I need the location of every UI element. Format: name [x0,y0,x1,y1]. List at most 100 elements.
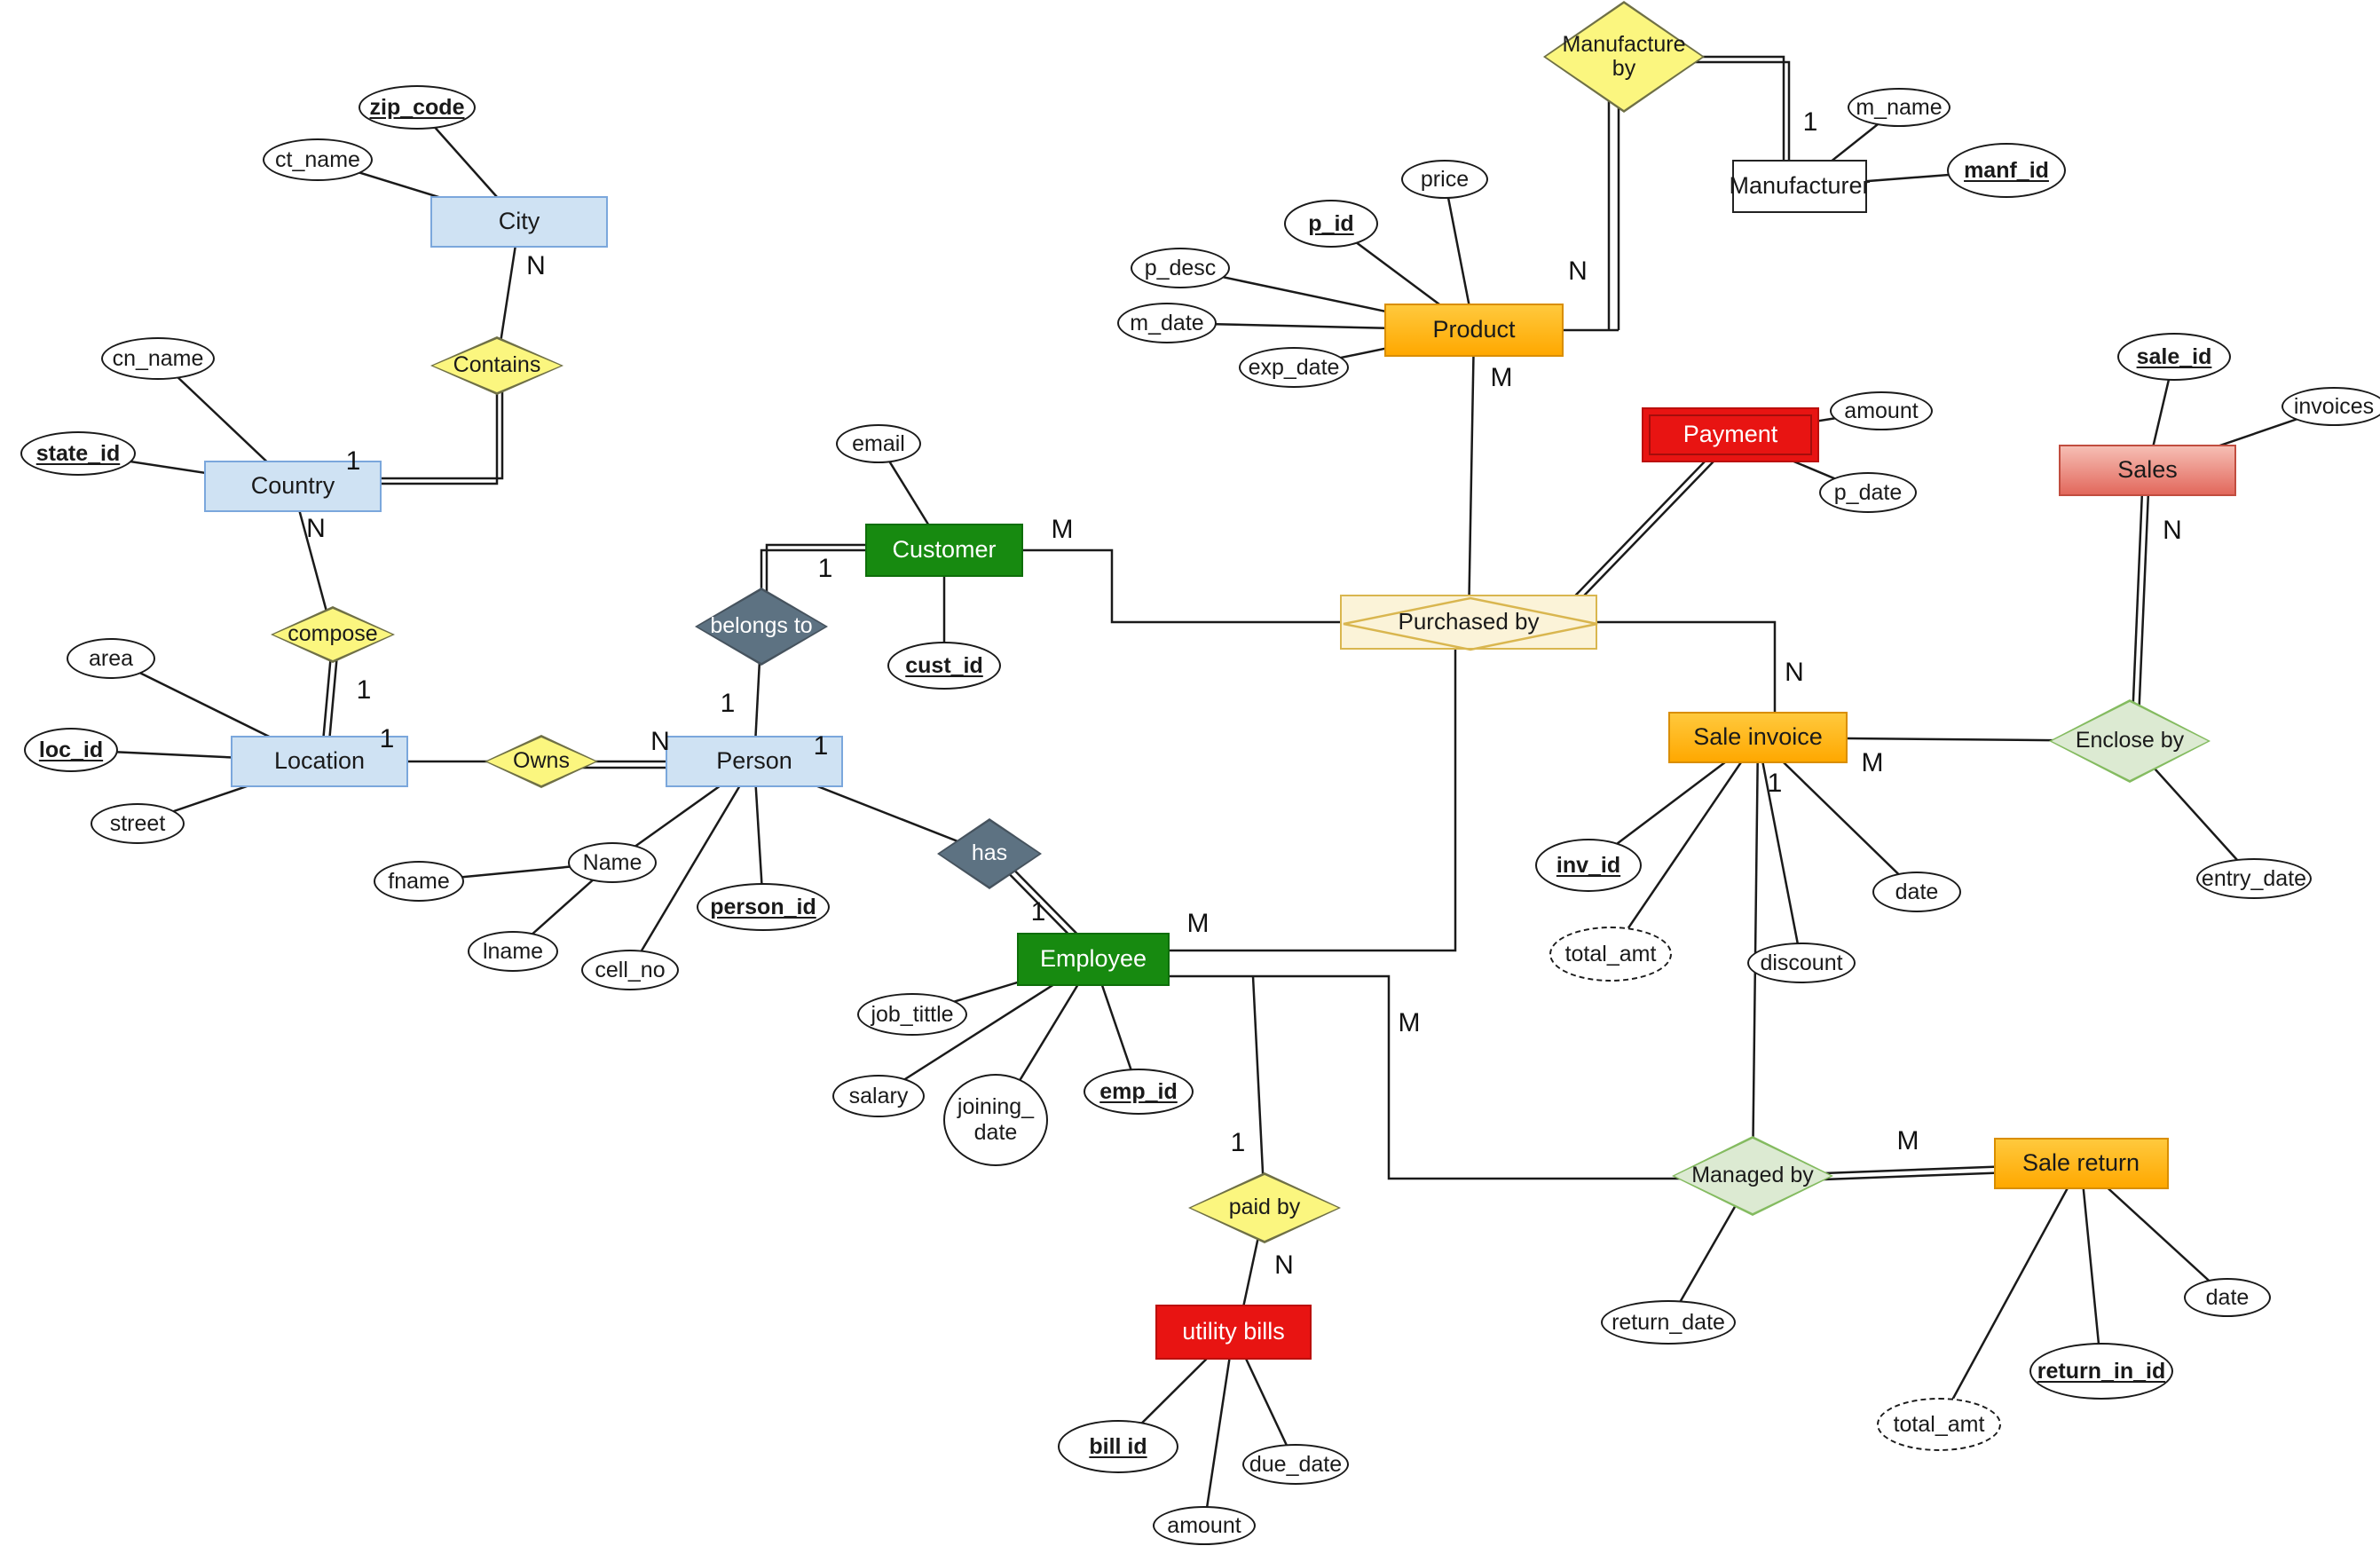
connector-line [2130,469,2145,742]
attribute-emp-id[interactable]: emp_id [1084,1069,1194,1115]
attribute-label: area [88,645,134,671]
cardinality-label: 1 [345,446,361,476]
connector-line [1558,434,1731,613]
assoc-purchased-by[interactable]: Purchased by [1340,595,1598,651]
node-label: Sale return [2021,1149,2140,1177]
node-label: Product [1432,316,1516,343]
attribute-price[interactable]: price [1401,160,1488,199]
connector-line [378,360,504,480]
cardinality-label: 1 [720,689,736,718]
attribute-label: salary [848,1083,909,1108]
attribute-sale-id[interactable]: sale_id [2117,333,2231,381]
attribute-joining-date[interactable]: joining_ date [943,1074,1048,1166]
cardinality-label: 1 [1802,107,1818,137]
cardinality-label: N [1274,1250,1294,1280]
attribute-discount[interactable]: discount [1747,943,1856,983]
attribute-exp-date[interactable]: exp_date [1239,347,1349,388]
attribute-label: cn_name [112,345,204,371]
attribute-manf-id[interactable]: manf_id [1947,143,2066,198]
attribute-area[interactable]: area [67,638,155,679]
connector-line [628,761,756,971]
attribute-label: return_date [1612,1309,1725,1335]
attribute-label: date [1895,879,1939,904]
cardinality-label: 1 [1767,769,1783,798]
entity-sales[interactable]: Sales [2059,445,2236,496]
attribute-total-amt-invoice[interactable]: total_amt [1549,927,1672,982]
attribute-label: discount [1760,950,1843,975]
cardinality-label: M [1861,748,1884,777]
connector-line [1756,737,1803,964]
entity-sale-invoice[interactable]: Sale invoice [1668,712,1848,763]
cardinality-label: M [1051,515,1074,544]
node-label: Country [250,472,335,500]
entity-product[interactable]: Product [1384,304,1564,357]
attribute-person-id[interactable]: person_id [697,883,830,931]
attribute-m-name[interactable]: m_name [1848,88,1950,127]
connector-line [1563,438,1736,618]
entity-customer[interactable]: Customer [865,524,1023,577]
attribute-name[interactable]: Name [568,842,657,883]
attribute-p-desc[interactable]: p_desc [1131,248,1230,288]
attribute-inv-id[interactable]: inv_id [1535,839,1642,892]
node-label: Purchased by [1398,608,1540,635]
entity-manufacturer[interactable]: Manufacturer [1729,160,1871,213]
cardinality-label: 1 [817,554,833,583]
attribute-label: p_date [1833,479,1903,505]
entity-location[interactable]: Location [231,736,408,787]
attribute-return-date[interactable]: return_date [1601,1300,1736,1345]
attribute-return-in-id[interactable]: return_in_id [2029,1343,2173,1400]
node-label: Location [273,747,366,775]
node-label: Employee [1039,945,1147,973]
cardinality-label: 1 [1230,1128,1246,1157]
cardinality-label: M [1896,1126,1919,1156]
attribute-bill-id[interactable]: bill id [1058,1420,1178,1473]
entity-employee[interactable]: Employee [1017,933,1170,986]
attribute-salary[interactable]: salary [832,1075,925,1117]
attribute-date-return[interactable]: date [2184,1278,2271,1317]
attribute-lname[interactable]: lname [468,931,558,972]
attribute-amount-bills[interactable]: amount [1153,1506,1256,1545]
entity-country[interactable]: Country [204,461,382,512]
attribute-label: email [852,430,905,456]
entity-utility-bills[interactable]: utility bills [1155,1305,1312,1360]
attribute-label: price [1420,166,1470,192]
entity-payment[interactable]: Payment [1642,407,1819,462]
attribute-total-amt-return[interactable]: total_amt [1877,1398,2001,1451]
attribute-label: job_tittle [871,1001,954,1027]
attribute-p-date[interactable]: p_date [1819,472,1917,513]
attribute-label: zip_code [369,94,465,120]
connector-line [2136,469,2151,742]
attribute-label: lname [482,938,544,964]
entity-city[interactable]: City [430,196,608,248]
attribute-due-date[interactable]: due_date [1242,1444,1349,1485]
attribute-p-id[interactable]: p_id [1284,200,1378,248]
entity-person[interactable]: Person [666,736,843,787]
attribute-date-invoice[interactable]: date [1872,872,1961,912]
node-label: City [498,208,540,235]
attribute-cust-id[interactable]: cust_id [887,642,1001,690]
entity-sale-return[interactable]: Sale return [1993,1138,2169,1189]
attribute-job-tittle[interactable]: job_tittle [857,993,967,1036]
attribute-fname[interactable]: fname [374,861,464,902]
attribute-street[interactable]: street [91,803,185,844]
attribute-state-id[interactable]: state_id [20,431,136,476]
attribute-label: p_id [1308,210,1354,236]
cardinality-label: 1 [356,675,372,705]
attribute-cn-name[interactable]: cn_name [101,337,215,380]
cardinality-label: M [1398,1008,1421,1037]
attribute-entry-date[interactable]: entry_date [2196,858,2312,899]
connector-line [2079,1163,2103,1372]
attribute-m-date[interactable]: m_date [1117,303,1217,343]
attribute-loc-id[interactable]: loc_id [24,728,118,772]
attribute-zip-code[interactable]: zip_code [359,85,476,130]
cardinality-label: M [1490,363,1513,392]
attribute-email[interactable]: email [836,424,921,463]
attribute-invoices[interactable]: invoices [2281,387,2380,426]
cardinality-label: 1 [1030,897,1046,927]
attribute-label: inv_id [1556,852,1621,878]
attribute-cell-no[interactable]: cell_no [581,950,679,990]
attribute-amount-payment[interactable]: amount [1830,391,1933,430]
attribute-ct-name[interactable]: ct_name [263,138,373,181]
connector-line [1757,737,1918,893]
